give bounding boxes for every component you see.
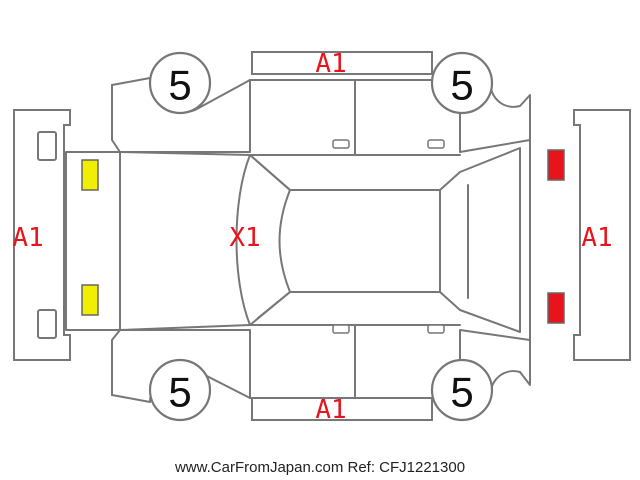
svg-text:5: 5 bbox=[168, 62, 191, 109]
door-handle bbox=[332, 324, 350, 334]
front-lamp-top bbox=[81, 159, 99, 191]
car-body bbox=[65, 77, 531, 403]
damage-code-front-bumper: A1 bbox=[12, 223, 43, 253]
rear-lamp-bottom bbox=[547, 292, 565, 324]
damage-code-rear-bumper: A1 bbox=[581, 223, 612, 253]
wheel-rear-right: 5 bbox=[430, 358, 494, 422]
damage-code-bottom-panel: A1 bbox=[315, 395, 346, 425]
damage-code-roof: X1 bbox=[229, 223, 260, 253]
svg-text:5: 5 bbox=[450, 62, 473, 109]
damage-code-top-panel: A1 bbox=[315, 49, 346, 79]
door-handle bbox=[427, 139, 445, 149]
door-handle bbox=[332, 139, 350, 149]
svg-text:5: 5 bbox=[168, 369, 191, 416]
front-bumper bbox=[13, 109, 71, 361]
svg-text:5: 5 bbox=[450, 369, 473, 416]
rear-bumper bbox=[573, 109, 631, 361]
top-side-panel bbox=[251, 51, 433, 75]
door-handle bbox=[427, 324, 445, 334]
rear-lamp-top bbox=[547, 149, 565, 181]
front-lamp-bottom bbox=[81, 284, 99, 316]
wheel-rear-left: 5 bbox=[430, 51, 494, 115]
wheel-front-left: 5 bbox=[148, 51, 212, 115]
watermark-text: www.CarFromJapan.com Ref: CFJ1221300 bbox=[174, 459, 465, 476]
wheel-front-right: 5 bbox=[148, 358, 212, 422]
